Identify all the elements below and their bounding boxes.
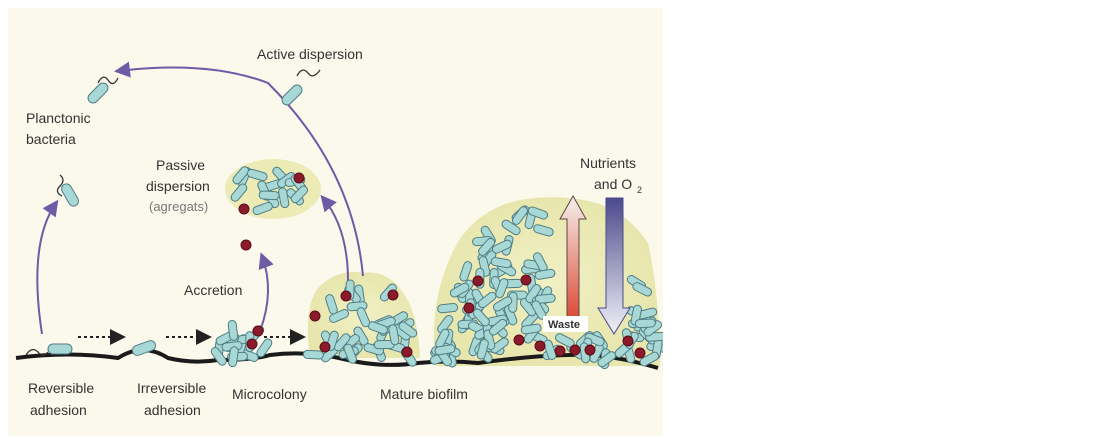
bacterium-icon xyxy=(490,257,512,269)
red-particle-icon xyxy=(387,289,399,301)
curved-arrow-icon xyxy=(320,194,349,282)
bacterium-icon xyxy=(511,206,529,225)
bacterium-icon xyxy=(247,168,268,182)
stage-irreversible-line2: adhesion xyxy=(144,402,201,418)
bacterium-icon xyxy=(290,185,309,204)
bacterium-icon xyxy=(329,309,349,323)
bacterium-icon xyxy=(632,282,653,297)
curved-arrow-icon xyxy=(258,252,274,332)
red-particle-icon xyxy=(534,340,546,352)
bacterium-icon xyxy=(278,187,290,209)
red-particle-icon xyxy=(520,274,532,286)
bacterium-icon xyxy=(356,307,371,328)
waste-label: Waste xyxy=(548,319,580,331)
waste-label-box xyxy=(543,316,588,332)
red-particle-icon xyxy=(401,346,413,358)
nutrients-label-line2: and O xyxy=(594,176,632,192)
curved-arrow-icon xyxy=(114,61,364,277)
stage-reversible-line2: adhesion xyxy=(30,402,87,418)
bacterium-icon xyxy=(527,206,549,220)
bacterium-icon xyxy=(25,343,73,356)
bacterium-icon xyxy=(459,261,473,282)
bacterium-icon xyxy=(258,190,280,201)
bacterium-icon xyxy=(281,69,321,106)
bacterium-icon xyxy=(543,339,557,360)
bacterium-icon xyxy=(472,308,490,327)
curved-arrow-icon xyxy=(36,199,59,335)
planctonic-label-line2: bacteria xyxy=(26,131,76,147)
passive-dispersion-label-line3: (agregats) xyxy=(149,199,208,214)
red-particle-icon xyxy=(472,275,484,287)
red-particle-icon xyxy=(240,239,252,251)
red-particle-icon xyxy=(319,341,331,353)
biofilm-diagram-canvas: Active dispersion Planctonic bacteria Pa… xyxy=(8,8,663,436)
bacterium-icon xyxy=(476,338,489,360)
active-dispersion-label: Active dispersion xyxy=(257,46,363,62)
bacterium-icon xyxy=(56,174,79,207)
bacterium-icon xyxy=(388,324,400,346)
bacterium-icon xyxy=(533,224,554,237)
planctonic-label-line1: Planctonic xyxy=(26,110,91,126)
red-particle-icon xyxy=(584,344,596,356)
bacterium-icon xyxy=(449,282,470,298)
bacterium-icon xyxy=(488,318,508,336)
nutrients-label-line1: Nutrients xyxy=(580,155,636,171)
nutrient-arrow-icon xyxy=(597,197,631,335)
bacterium-icon xyxy=(232,166,250,185)
bacterium-icon xyxy=(534,268,556,280)
bacterium-icon xyxy=(228,346,239,368)
bacterium-icon xyxy=(495,278,509,299)
stage-irreversible-line1: Irreversible xyxy=(137,380,206,396)
stage-microcolony: Microcolony xyxy=(232,386,307,402)
bacterium-icon xyxy=(256,338,273,358)
bacterium-icon xyxy=(492,239,512,254)
stage-mature-biofilm: Mature biofilm xyxy=(380,386,468,402)
bacterium-icon xyxy=(520,323,542,335)
red-particle-icon xyxy=(309,310,321,322)
bacterium-icon xyxy=(634,318,656,329)
passive-dispersion-label-line1: Passive xyxy=(156,157,205,173)
bacterium-icon xyxy=(501,219,521,236)
bacterium-icon xyxy=(478,238,496,256)
bacterium-icon xyxy=(252,201,273,216)
red-particle-icon xyxy=(238,203,250,215)
bacterium-icon xyxy=(343,343,357,364)
nutrients-label-subscript: 2 xyxy=(637,185,642,195)
bacterium-icon xyxy=(534,293,556,304)
bacterium-icon xyxy=(493,296,513,312)
accretion-label: Accretion xyxy=(184,282,242,298)
biofilm-diagram: Active dispersion Planctonic bacteria Pa… xyxy=(8,8,663,436)
bacterium-icon xyxy=(302,349,324,360)
bacterium-icon xyxy=(434,344,456,356)
red-particle-icon xyxy=(463,302,475,314)
red-particle-icon xyxy=(513,334,525,346)
red-particle-icon xyxy=(246,338,258,350)
red-particle-icon xyxy=(634,347,646,359)
bacterium-icon xyxy=(398,321,418,338)
red-particle-icon xyxy=(252,325,264,337)
bacterium-icon xyxy=(87,76,119,104)
bacterium-icon xyxy=(519,297,537,317)
waste-arrow-icon xyxy=(559,194,587,325)
bacterium-icon xyxy=(490,337,509,354)
red-particle-icon xyxy=(293,172,305,184)
bacterium-icon xyxy=(227,319,239,341)
bacterium-icon xyxy=(437,314,454,334)
bacterium-icon xyxy=(230,183,248,202)
red-particle-icon xyxy=(622,335,634,347)
bacterium-icon xyxy=(478,291,497,309)
bacterium-icon xyxy=(210,347,227,366)
red-particle-icon xyxy=(340,290,352,302)
bacterium-icon xyxy=(584,332,605,347)
red-particle-icon xyxy=(569,344,581,356)
bacteria-clusters xyxy=(210,166,663,370)
bacterium-icon xyxy=(437,303,459,314)
stage-reversible-line1: Reversible xyxy=(28,380,94,396)
bacterium-icon xyxy=(639,351,660,367)
bacterium-icon xyxy=(131,340,157,356)
passive-dispersion-label-line2: dispersion xyxy=(146,178,210,194)
red-particle-icon xyxy=(554,345,566,357)
